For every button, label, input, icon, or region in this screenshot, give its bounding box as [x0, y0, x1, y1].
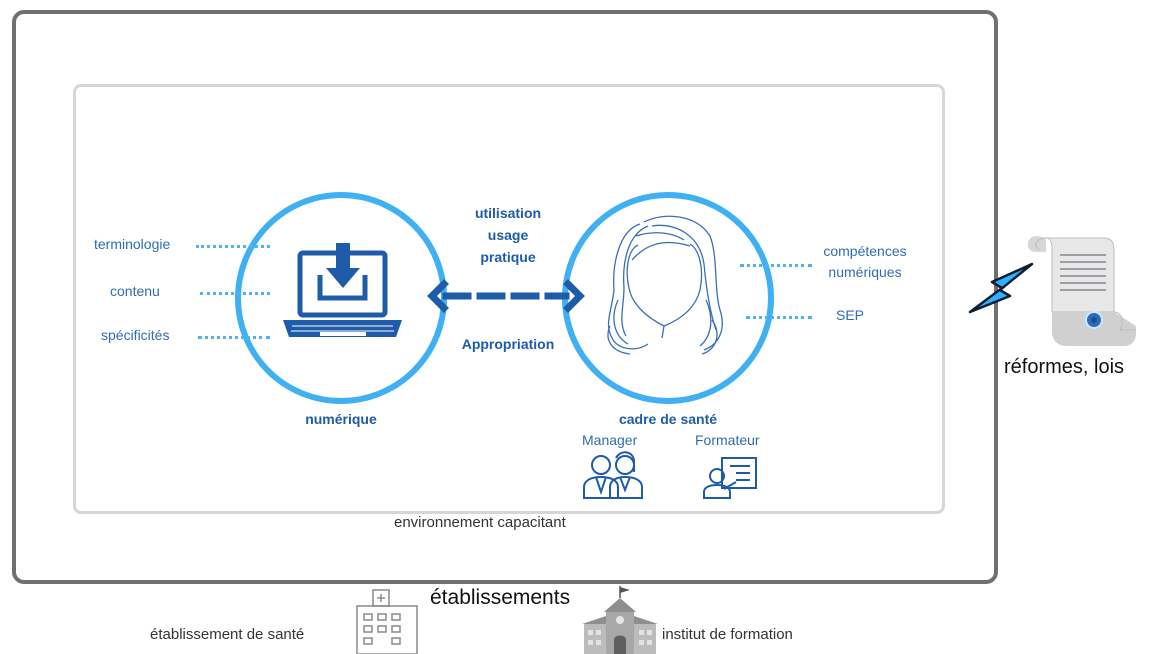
institut-formation-label: institut de formation [662, 626, 793, 643]
center-top-labels: utilisation usage pratique [448, 202, 568, 268]
environnement-frame [73, 84, 945, 514]
role-manager: Manager [582, 432, 638, 448]
manager-icon [583, 451, 643, 499]
etablissements-label: établissements [430, 586, 571, 609]
left-connector-3 [198, 336, 270, 339]
left-label-terminologie: terminologie [94, 236, 171, 252]
institut-building-icon [582, 586, 658, 654]
formateur-icon [703, 457, 757, 499]
double-arrow [427, 279, 585, 313]
center-label-pratique: pratique [480, 249, 536, 265]
right-connector-2 [746, 316, 812, 319]
numerique-label: numérique [305, 411, 377, 427]
center-label-appropriation: Appropriation [461, 336, 555, 352]
reformes-label: réformes, lois [1004, 356, 1125, 378]
right-label-competences: compétences numériques [800, 241, 930, 283]
right-label-competences-line2: numériques [828, 264, 902, 280]
left-label-specificites: spécificités [101, 327, 170, 343]
center-label-utilisation: utilisation [474, 205, 542, 221]
right-connector-1 [740, 264, 812, 267]
laptop-download-icon [283, 243, 402, 337]
hospital-icon [356, 589, 418, 654]
right-label-competences-line1: compétences [823, 243, 907, 259]
center-label-usage: usage [487, 227, 529, 243]
right-label-sep: SEP [836, 307, 865, 323]
environnement-label: environnement capacitant [394, 514, 566, 531]
lightning-icon [968, 262, 1034, 314]
woman-face-icon [607, 215, 723, 355]
document-scroll-icon [1027, 236, 1136, 346]
left-label-contenu: contenu [110, 283, 160, 299]
role-formateur: Formateur [695, 432, 760, 448]
etablissement-sante-label: établissement de santé [150, 626, 305, 643]
cadre-label: cadre de santé [618, 411, 718, 427]
left-connector-1 [196, 245, 270, 248]
left-connector-2 [200, 292, 270, 295]
